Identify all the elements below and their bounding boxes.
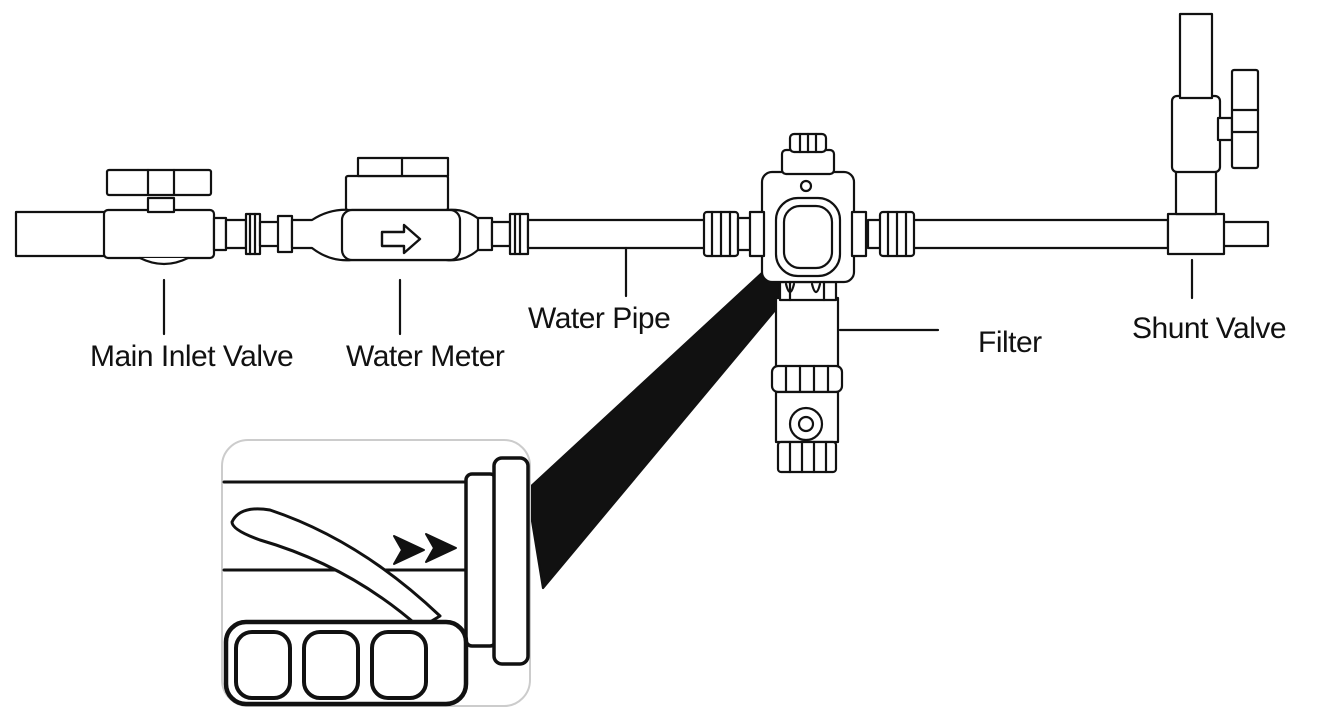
water-meter-illustration <box>290 156 530 262</box>
filter-illustration <box>748 132 868 474</box>
label-filter: Filter <box>978 326 1042 359</box>
label-water-meter: Water Meter <box>346 340 505 373</box>
shunt-valve-illustration <box>866 12 1270 258</box>
main-inlet-valve-illustration <box>14 168 294 266</box>
water-pipe-illustration <box>526 210 762 258</box>
direction-chevron-icon <box>425 533 457 563</box>
label-water-pipe: Water Pipe <box>528 302 671 335</box>
zoom-detail-inset <box>221 439 531 707</box>
label-main-inlet-valve: Main Inlet Valve <box>90 340 294 373</box>
flow-arrow-icon <box>380 223 422 255</box>
direction-chevron-icon <box>393 535 425 565</box>
label-shunt-valve: Shunt Valve <box>1132 312 1287 345</box>
leader-lines <box>162 246 1194 336</box>
